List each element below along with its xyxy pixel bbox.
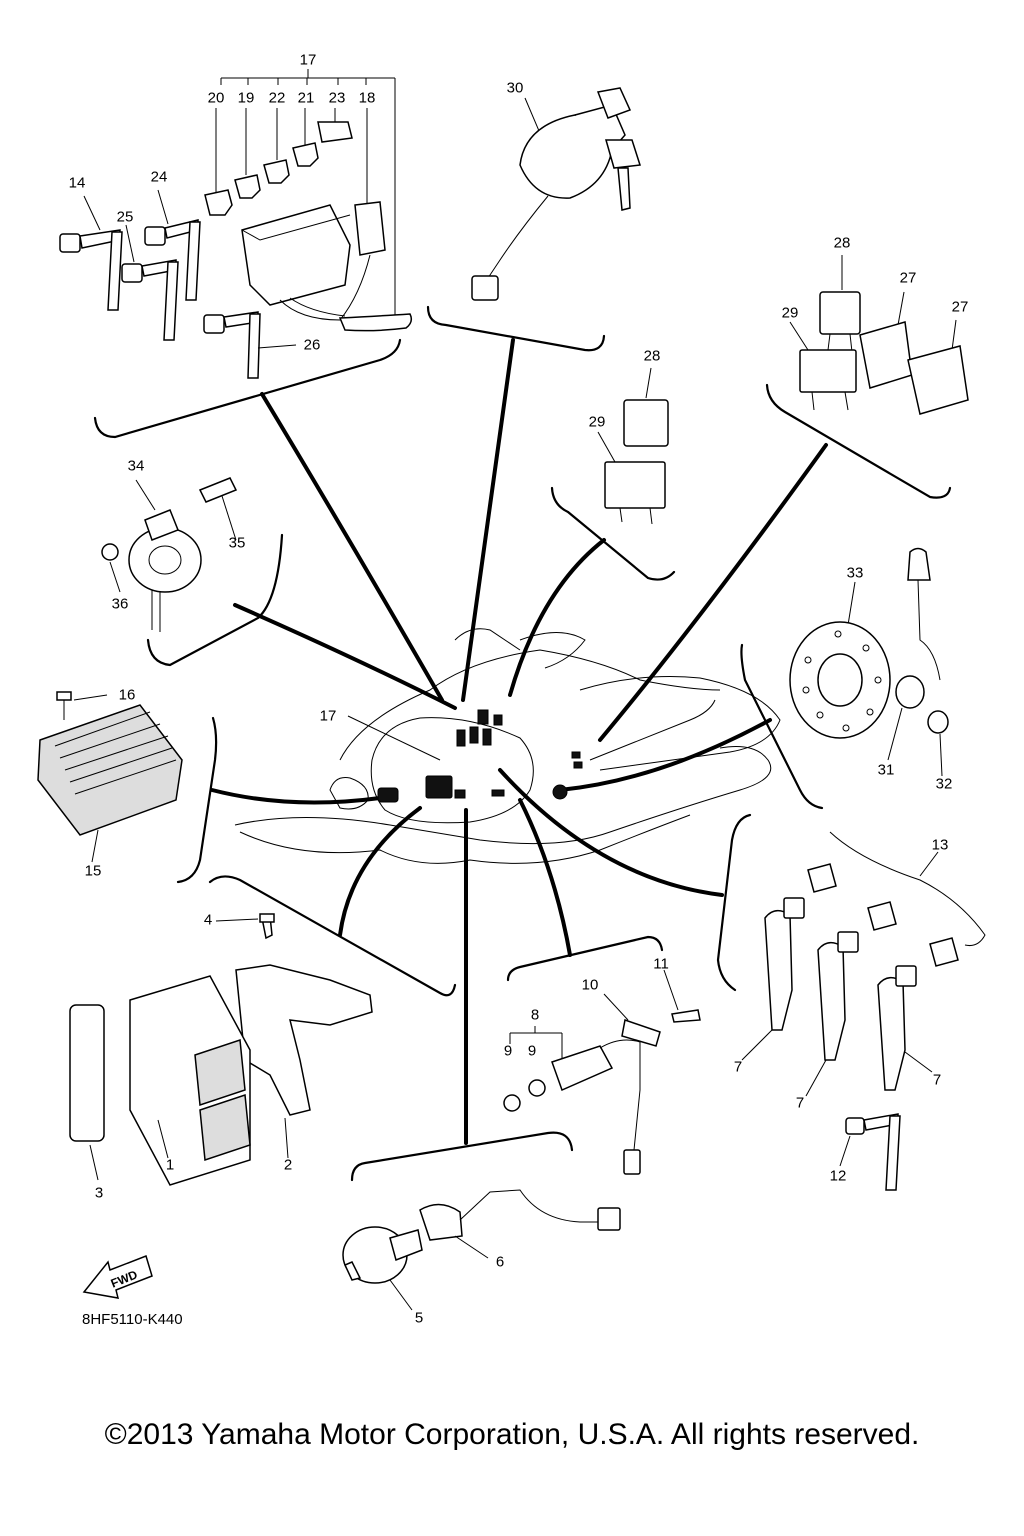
bracket-rectifier <box>176 716 218 884</box>
callout-29b: 29 <box>588 413 606 431</box>
band-clamps <box>59 189 297 379</box>
callout-13: 13 <box>931 836 949 854</box>
callout-7c: 7 <box>932 1071 942 1089</box>
callout-27b: 27 <box>951 298 969 316</box>
bracket-speed-sensor <box>506 935 664 982</box>
leader-horn <box>233 603 457 710</box>
callout-20: 20 <box>207 89 225 107</box>
main-switch-assembly <box>471 87 641 301</box>
callout-28b: 28 <box>643 347 661 365</box>
callout-4: 4 <box>203 911 213 929</box>
snowmobile-outline <box>234 628 781 864</box>
bracket-horn <box>146 533 284 667</box>
diagram-code: 8HF5110-K440 <box>82 1311 183 1328</box>
callout-31: 31 <box>877 761 895 779</box>
callout-12: 12 <box>829 1167 847 1185</box>
callout-5: 5 <box>414 1309 424 1327</box>
callout-27a: 27 <box>899 269 917 287</box>
fuse-box-assembly <box>204 69 413 332</box>
sensor-disk-assembly <box>789 547 949 777</box>
callout-15: 15 <box>84 862 102 880</box>
bracket-switch-lower <box>350 1131 574 1182</box>
callout-16: 16 <box>118 686 136 704</box>
leader-17 <box>347 715 441 761</box>
callout-18: 18 <box>358 89 376 107</box>
leader-relay-right <box>598 443 828 742</box>
bracket-relay-right <box>765 383 952 499</box>
leader-ecu <box>338 806 422 937</box>
relay-assembly-right <box>789 255 969 415</box>
callout-21: 21 <box>297 89 315 107</box>
bracket-relay-mid <box>550 486 676 581</box>
callout-2: 2 <box>283 1156 293 1174</box>
leader-main-switch <box>461 338 515 702</box>
callout-3: 3 <box>94 1184 104 1202</box>
callout-9b: 9 <box>527 1042 537 1060</box>
bracket-coils <box>716 813 752 992</box>
callout-17b: 17 <box>319 707 337 725</box>
callout-35: 35 <box>228 534 246 552</box>
callout-36: 36 <box>111 595 129 613</box>
callout-26: 26 <box>303 336 321 354</box>
horn-assembly <box>101 477 238 632</box>
leader-rectifier <box>210 788 382 805</box>
callout-9a: 9 <box>503 1042 513 1060</box>
callout-22: 22 <box>268 89 286 107</box>
copyright-notice: ©2013 Yamaha Motor Corporation, U.S.A. A… <box>104 1418 920 1451</box>
bracket-sensor-disk <box>740 643 824 810</box>
callout-10: 10 <box>581 976 599 994</box>
callout-19: 19 <box>237 89 255 107</box>
callout-7b: 7 <box>795 1094 805 1112</box>
leader-fuse-group <box>260 392 444 702</box>
callout-1: 1 <box>165 1156 175 1174</box>
callout-8: 8 <box>530 1006 540 1024</box>
callout-11: 11 <box>653 955 669 973</box>
callout-33: 33 <box>846 564 864 582</box>
pressure-switch-assembly <box>342 1189 621 1311</box>
callout-14: 14 <box>68 174 86 192</box>
callout-34: 34 <box>127 457 145 475</box>
ecu-assembly <box>69 913 373 1186</box>
leader-speed-sensor <box>518 798 572 957</box>
bracket-main-switch <box>426 305 606 352</box>
bracket-fuse-group <box>93 338 402 439</box>
callout-29a: 29 <box>781 304 799 322</box>
callout-24: 24 <box>150 168 168 186</box>
speed-sensor-assembly <box>503 969 701 1175</box>
callout-28a: 28 <box>833 234 851 252</box>
leader-relay-mid <box>508 538 606 697</box>
callout-32: 32 <box>935 775 953 793</box>
ignition-coil-assembly <box>741 831 986 1191</box>
callout-17: 17 <box>299 51 317 69</box>
callout-23: 23 <box>328 89 346 107</box>
rectifier-assembly <box>37 691 183 863</box>
callout-25: 25 <box>116 208 134 226</box>
callout-30: 30 <box>506 79 524 97</box>
fwd-arrow-icon: FWD <box>82 1255 153 1299</box>
callout-6: 6 <box>495 1253 505 1271</box>
relay-assembly-mid <box>597 367 669 525</box>
leader-sensor-disk <box>558 718 772 792</box>
callout-7a: 7 <box>733 1058 743 1076</box>
